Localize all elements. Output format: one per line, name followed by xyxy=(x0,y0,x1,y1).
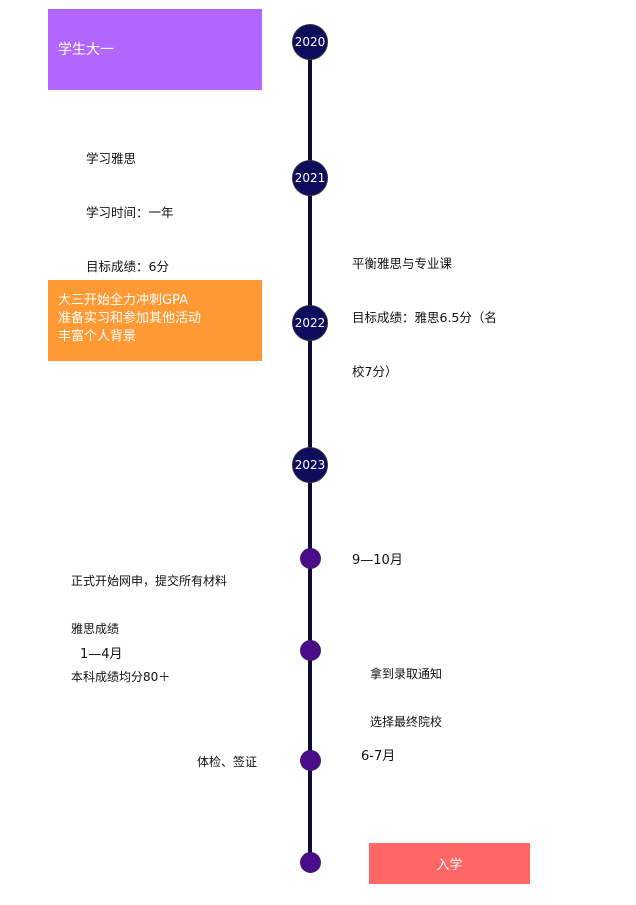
balance-note: 平衡雅思与专业课 目标成绩：雅思6.5分（名 校7分） xyxy=(352,219,497,417)
junior-line: 准备实习和参加其他活动 xyxy=(58,311,202,326)
month-label-sep-oct: 9—10月 xyxy=(352,553,403,568)
month-label-jun-jul: 6-7月 xyxy=(361,749,396,764)
junior-box: 大三开始全力冲刺GPA 准备实习和参加其他活动 丰富个人背景 xyxy=(48,280,262,361)
junior-line: 丰富个人背景 xyxy=(58,329,137,344)
note-line: 学习雅思 xyxy=(86,151,137,166)
note-line: 目标成绩：6分 xyxy=(86,259,169,274)
month-node-enroll xyxy=(300,852,321,873)
enroll-box: 入学 xyxy=(369,843,530,884)
visa-note: 体检、签证 xyxy=(197,755,258,769)
note-line: 正式开始网申，提交所有材料 xyxy=(71,574,228,588)
month-node-jan-apr xyxy=(300,640,321,661)
note-line: 目标成绩：雅思6.5分（名 xyxy=(352,310,497,325)
note-line: 平衡雅思与专业课 xyxy=(352,256,453,271)
note-line: 选择最终院校 xyxy=(370,715,443,729)
month-label-jan-apr: 1—4月 xyxy=(80,647,123,662)
note-line: 拿到录取通知 xyxy=(370,667,443,681)
junior-line: 大三开始全力冲刺GPA xyxy=(58,293,188,308)
apply-note: 正式开始网申，提交所有材料 雅思成绩 本科成绩均分80＋ xyxy=(71,541,227,717)
freshman-box: 学生大一 xyxy=(48,9,262,90)
freshman-label: 学生大一 xyxy=(58,42,114,58)
year-node-2022: 2022 xyxy=(292,305,328,341)
note-line: 雅思成绩 xyxy=(71,622,120,636)
note-line: 本科成绩均分80＋ xyxy=(71,670,171,684)
ielts-study-note: 学习雅思 学习时间：一年 目标成绩：6分 xyxy=(86,114,174,312)
year-node-2021: 2021 xyxy=(292,160,328,196)
year-node-2023: 2023 xyxy=(292,447,328,483)
note-line: 学习时间：一年 xyxy=(86,205,174,220)
note-line: 校7分） xyxy=(352,364,398,379)
year-node-2020: 2020 xyxy=(292,24,328,60)
month-node-sep-oct xyxy=(300,548,321,569)
month-node-jun-jul xyxy=(300,750,321,771)
enroll-label: 入学 xyxy=(436,858,463,873)
offer-note: 拿到录取通知 选择最终院校 xyxy=(370,634,442,762)
